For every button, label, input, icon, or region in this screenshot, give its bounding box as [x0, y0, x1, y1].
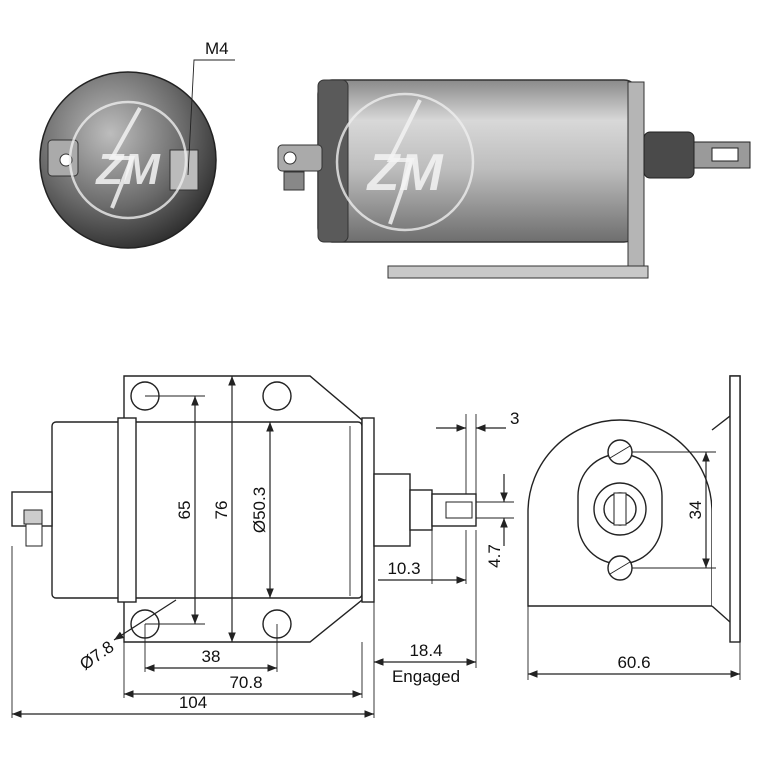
mount-bracket-foot [387, 265, 649, 279]
dim-78-label: Ø7.8 [76, 637, 117, 674]
watermark-logo: ZM [94, 145, 161, 194]
side-terminal-nut [283, 171, 305, 191]
front-hole-bottom-mark [609, 561, 631, 575]
cylinder-body [51, 421, 363, 599]
watermark-ring [68, 100, 188, 220]
bolt-icon [108, 107, 142, 209]
front-bracket-edge [729, 375, 741, 643]
front-plate [361, 417, 375, 603]
dim-78-leader [113, 599, 177, 641]
drawing-front-view: 34 60.6 [527, 375, 741, 680]
flange-hole-top-right [262, 381, 292, 411]
dim-65-label: 65 [175, 501, 194, 520]
callout-label: M4 [205, 39, 229, 58]
front-plunger-slot [613, 492, 627, 526]
bolt-icon-2 [386, 99, 422, 225]
callout-leader [187, 59, 235, 176]
plunger-slot [711, 147, 739, 162]
front-hole-top-mark [609, 445, 631, 459]
dim-engaged-label: Engaged [392, 667, 460, 686]
dim-38-label: 38 [202, 647, 221, 666]
side-terminal-hole [283, 151, 297, 165]
dim-50-label: Ø50.3 [250, 487, 269, 533]
dim-606-label: 60.6 [617, 653, 650, 672]
watermark-ring-2 [335, 92, 475, 232]
plunger-slot-drawing [445, 501, 473, 519]
photo-side-view: ZM [277, 79, 751, 279]
mount-bracket-vertical [627, 81, 645, 279]
plunger-boot [643, 131, 695, 179]
dim-34-label: 34 [686, 501, 705, 520]
plunger-neck [409, 489, 433, 531]
rear-terminal-nut [23, 509, 43, 525]
plunger-housing [373, 473, 411, 547]
side-terminal-tab [277, 144, 323, 172]
dim-184-label: 18.4 [409, 641, 442, 660]
dim-3-label: 3 [510, 409, 519, 428]
dim-47-label: 4.7 [485, 544, 504, 568]
drawing-side-view: 65 76 Ø50.3 Ø7.8 38 70.8 104 3 [11, 375, 519, 718]
rear-terminal-bolt [25, 523, 43, 547]
dim-76-label: 76 [212, 501, 231, 520]
dim-104-label: 104 [179, 693, 207, 712]
dim-103-label: 10.3 [387, 559, 420, 578]
dim-708-label: 70.8 [229, 673, 262, 692]
watermark-logo-2: ZM [365, 144, 444, 202]
collar-ring [117, 417, 137, 603]
photo-end-view: ZM M4 [39, 39, 235, 249]
